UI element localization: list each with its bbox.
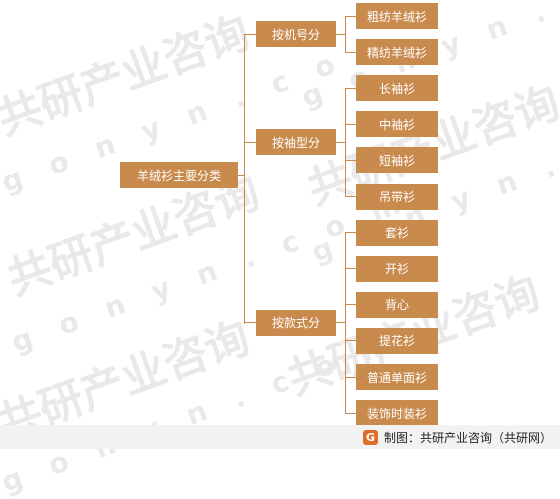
leaf-node: 套衫: [356, 219, 438, 246]
category-node: 按款式分: [256, 309, 336, 336]
leaf-node: 提花衫: [356, 327, 438, 354]
category-node: 按机号分: [256, 21, 336, 48]
connector-line: [238, 174, 244, 176]
connector-line: [345, 51, 356, 53]
leaf-node: 普通单面衫: [356, 364, 438, 390]
connector-line: [344, 16, 346, 54]
connector-line: [345, 87, 356, 89]
leaf-node: 长袖衫: [356, 75, 438, 102]
connector-line: [345, 304, 356, 306]
connector-line: [345, 123, 356, 125]
leaf-node: 背心: [356, 291, 438, 318]
footer-bar: [0, 425, 560, 449]
category-node: 按袖型分: [256, 129, 336, 156]
connector-line: [243, 34, 245, 324]
connector-line: [345, 196, 356, 197]
root-node: 羊绒衫主要分类: [120, 162, 238, 188]
connector-line: [244, 322, 256, 324]
source-text: 制图：共研产业咨询（共研网）: [383, 430, 552, 445]
leaf-node: 吊带衫: [356, 183, 438, 210]
connector-line: [336, 141, 345, 143]
gonyn-logo-icon: G: [362, 429, 378, 445]
connector-line: [344, 232, 346, 415]
classification-tree: 粗纺羊绒衫精纺羊绒衫按机号分长袖衫中袖衫短袖衫吊带衫按袖型分套衫开衫背心提花衫普…: [120, 3, 438, 427]
connector-line: [345, 268, 356, 270]
connector-line: [345, 412, 356, 414]
connector-line: [244, 141, 256, 143]
connector-line: [344, 88, 346, 198]
connector-line: [345, 340, 356, 342]
source-footer: G 制图：共研产业咨询（共研网）: [362, 429, 552, 445]
leaf-node: 装饰时装衫: [356, 400, 438, 427]
connector-line: [345, 376, 356, 378]
leaf-node: 开衫: [356, 255, 438, 282]
connector-line: [244, 33, 256, 35]
leaf-node: 短袖衫: [356, 147, 438, 174]
connector-line: [345, 15, 356, 17]
leaf-node: 中袖衫: [356, 111, 438, 138]
connector-line: [336, 322, 345, 324]
connector-line: [345, 159, 356, 161]
connector-line: [336, 33, 345, 35]
leaf-node: 精纺羊绒衫: [356, 39, 438, 66]
connector-line: [345, 232, 356, 234]
leaf-node: 粗纺羊绒衫: [356, 3, 438, 29]
